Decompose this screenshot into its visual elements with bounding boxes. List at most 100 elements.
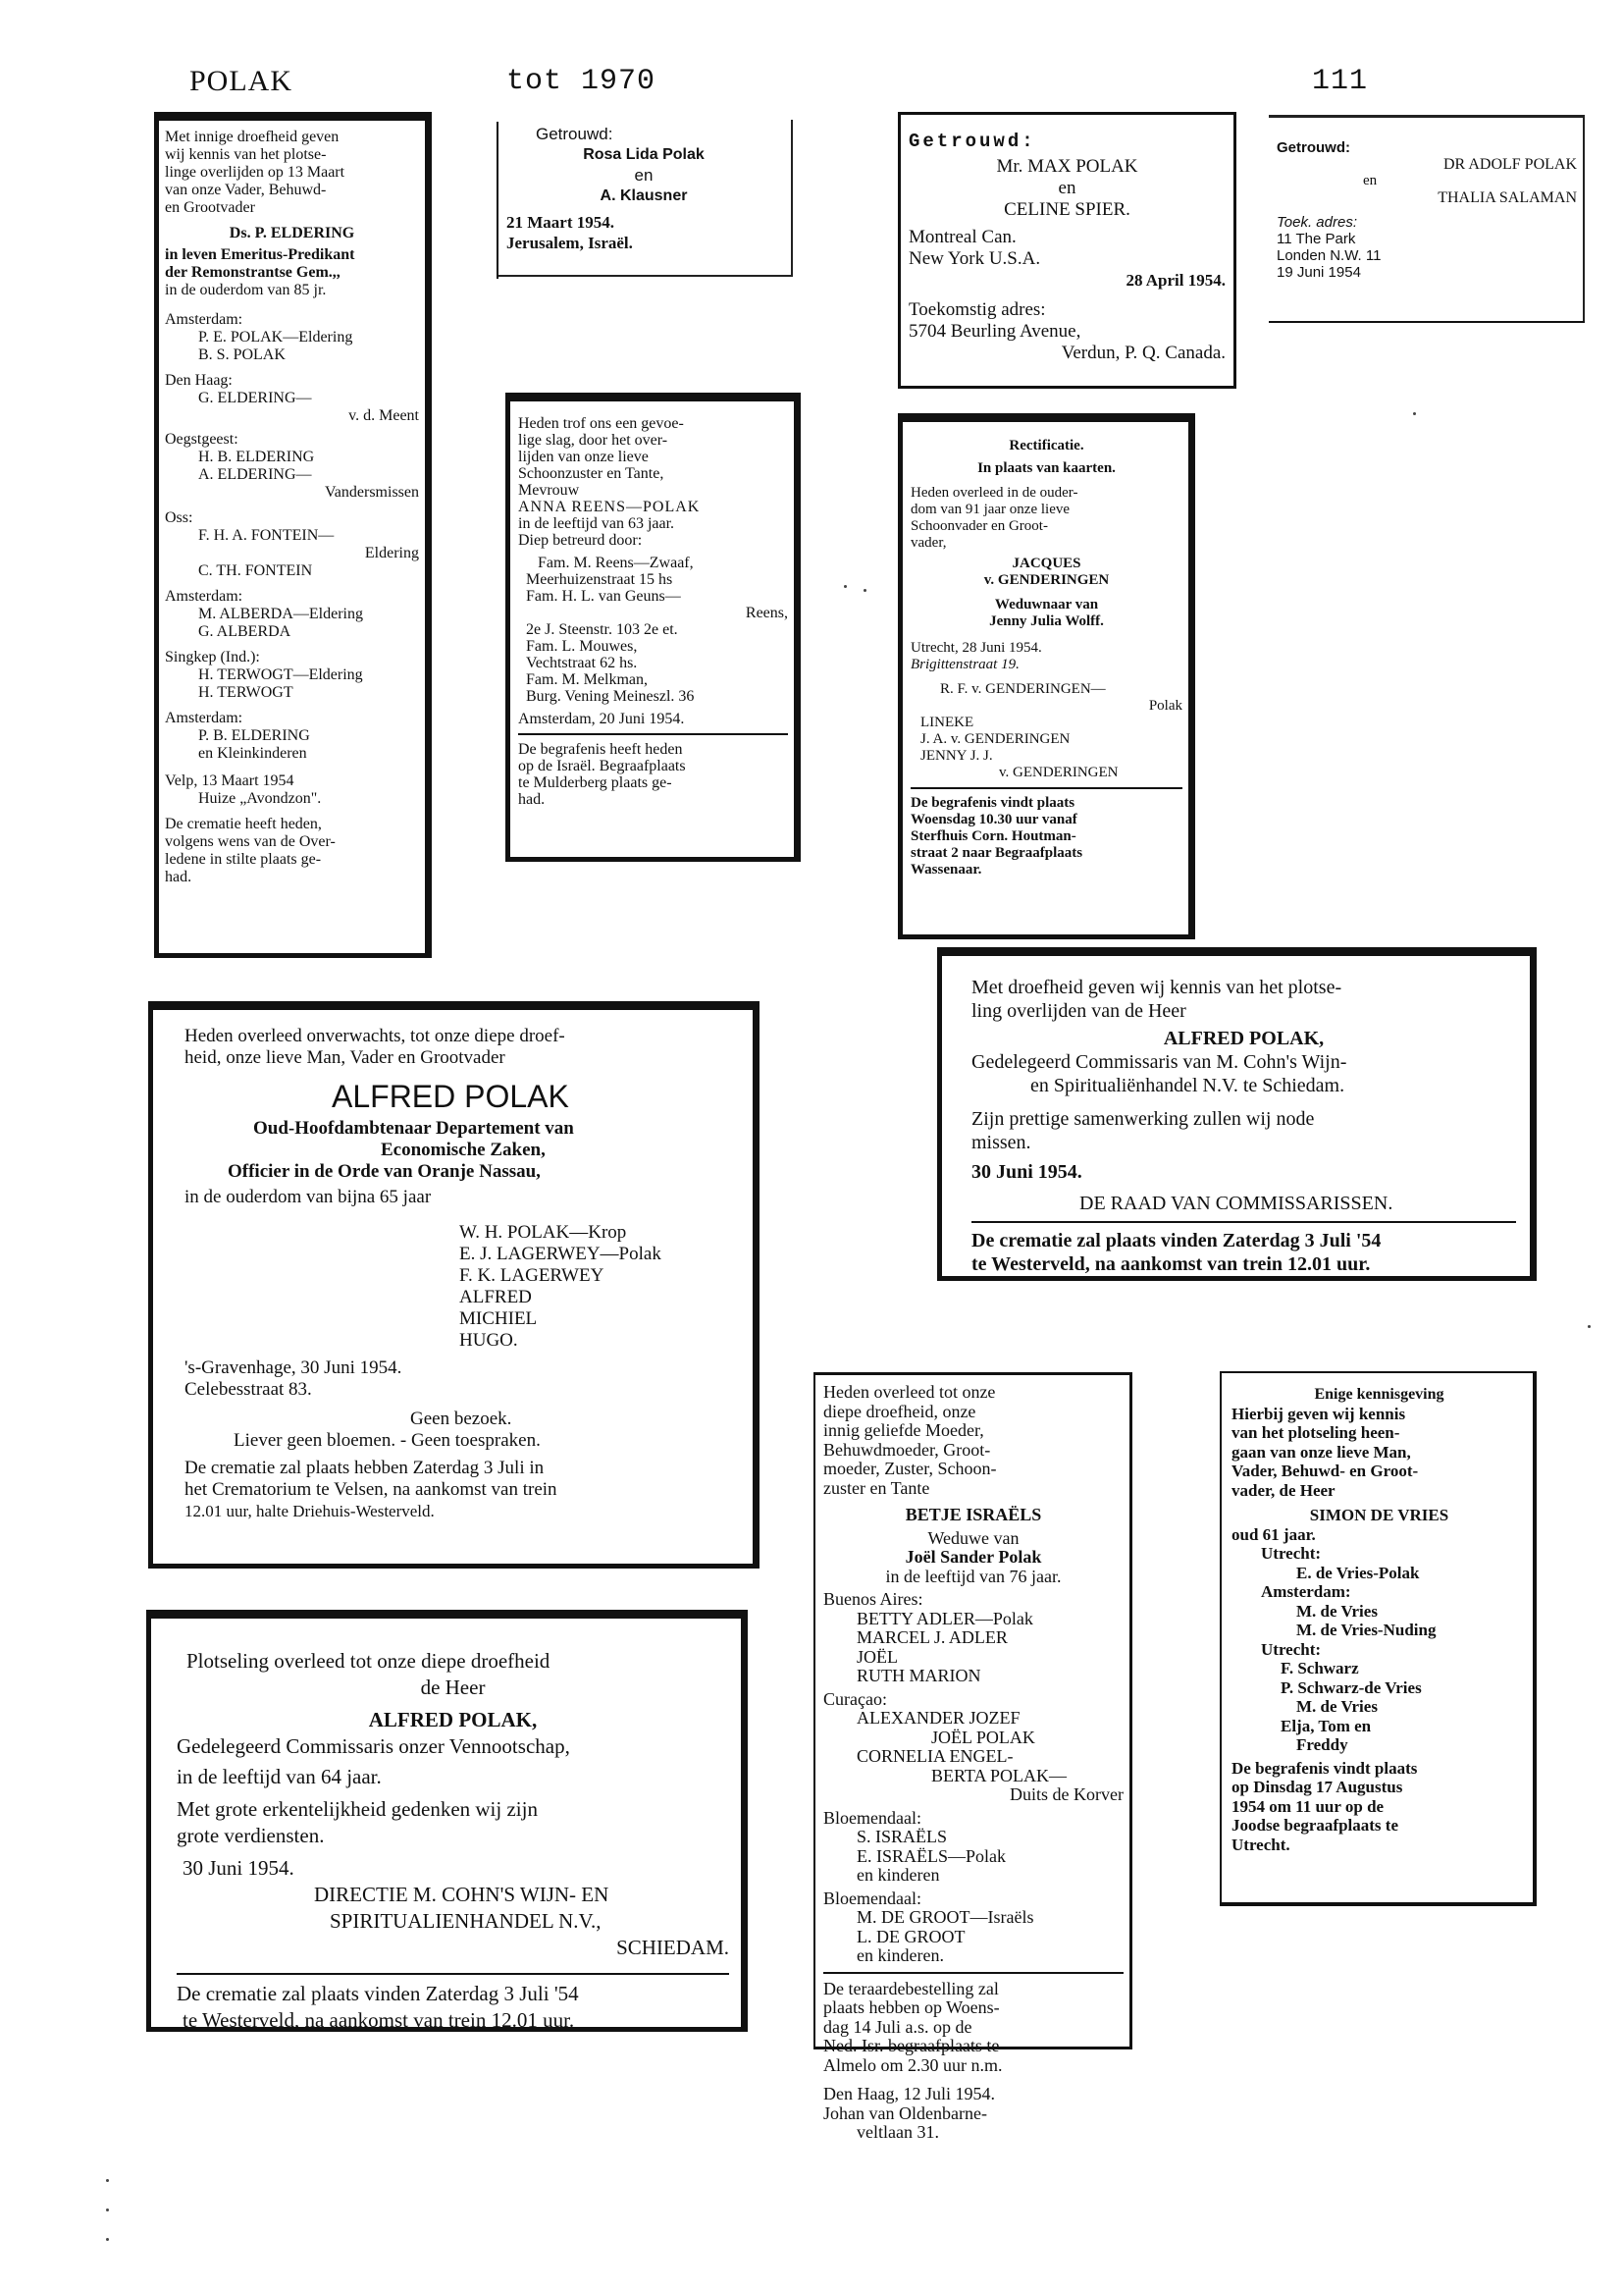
family-place: Amsterdam: <box>165 311 243 328</box>
family-name: A. ELDERING— <box>198 466 312 483</box>
thanks-text: Met grote erkentelijkheid gedenken wij z… <box>177 1797 538 1821</box>
deceased-age: in de ouderdom van bijna 65 jaar <box>184 1187 432 1207</box>
notice-subtitle: In plaats van kaarten. <box>977 460 1116 476</box>
family-address: Burg. Vening Meineszl. 36 <box>526 688 695 705</box>
spouse-name: CELINE SPIER. <box>1004 199 1130 220</box>
family-name: ALFRED <box>459 1287 532 1307</box>
family-place: Oegstgeest: <box>165 431 238 448</box>
notice-footer: Woensdag 10.30 uur vanaf <box>911 812 1077 827</box>
family-name: en kinderen. <box>857 1945 944 1965</box>
notice-text: wij kennis van het plotse- <box>165 146 327 163</box>
notice-text: heid, onze lieve Man, Vader en Grootvade… <box>184 1047 505 1068</box>
notice-footer: Joodse begraafplaats te <box>1231 1816 1398 1835</box>
scan-speck <box>844 585 847 588</box>
notice-footer: straat 2 naar Begraafplaats <box>911 845 1083 861</box>
family-place: Bloemendaal: <box>823 1807 921 1828</box>
deceased-age: oud 61 jaar. <box>1231 1524 1316 1544</box>
scan-speck <box>864 589 866 592</box>
scan-speck <box>106 2179 109 2182</box>
scan-speck <box>106 2238 109 2241</box>
deceased-age: in de leeftijd van 64 jaar. <box>177 1765 382 1788</box>
family-name: BERTA POLAK— <box>931 1765 1067 1785</box>
street: veltlaan 31. <box>857 2122 939 2142</box>
notice-footer: dag 14 Juli a.s. op de <box>823 2016 972 2037</box>
notice-text: van onze Vader, Behuwd- <box>165 182 327 198</box>
notice-footer: De crematie heeft heden, <box>165 816 322 832</box>
notice-text: vader, de Heer <box>1231 1480 1336 1500</box>
family-place: Den Haag: <box>165 372 233 389</box>
family-name: F. Schwarz <box>1281 1659 1359 1677</box>
separator-line <box>177 1973 729 1975</box>
notice-max-polak: Getrouwd: Mr. MAX POLAK en CELINE SPIER.… <box>898 112 1236 389</box>
deceased-title: Officier in de Orde van Oranje Nassau, <box>228 1161 541 1182</box>
notice-text: Schoonvader en Groot- <box>911 518 1048 534</box>
family-place: Amsterdam: <box>1261 1582 1351 1601</box>
address-label: Toek. adres: <box>1277 214 1357 231</box>
notice-footer: ledene in stilte plaats ge- <box>165 851 322 868</box>
notice-text: ling overlijden van de Heer <box>971 1000 1186 1022</box>
thanks-text: Zijn prettige samenwerking zullen wij no… <box>971 1108 1315 1130</box>
notice-alfred-polak-direction: Plotseling overleed tot onze diepe droef… <box>146 1610 748 2032</box>
notice-text: Met droefheid geven wij kennis van het p… <box>971 977 1342 998</box>
notice-israels: Heden overleed tot onze diepe droefheid,… <box>813 1372 1132 2142</box>
notice-text: Mevrouw <box>518 482 580 499</box>
notice-footer: Ned. Isr. begraafplaats te <box>823 2036 1000 2055</box>
family-name: Vandersmissen <box>325 484 419 501</box>
family-name: H. TERWOGT—Eldering <box>198 666 363 683</box>
notice-footer: De crematie zal plaats vinden Zaterdag 3… <box>177 1982 579 2005</box>
street: Brigittenstraat 19. <box>911 657 1020 672</box>
page-header-left: POLAK <box>189 65 293 97</box>
address-line: 11 The Park <box>1277 231 1356 247</box>
notice-footer: 1954 om 11 uur op de <box>1231 1796 1385 1816</box>
notice-text: Behuwdmoeder, Groot- <box>823 1439 991 1460</box>
conjunction: en <box>1058 178 1076 198</box>
family-name: RUTH MARION <box>857 1666 981 1685</box>
widower-text: Weduwnaar van <box>994 597 1099 612</box>
family-address: Meerhuizenstraat 15 hs <box>526 571 673 588</box>
page-header-center: tot 1970 <box>506 65 656 98</box>
no-visit-note: Geen bezoek. <box>410 1409 512 1429</box>
family-name: M. de Vries <box>1296 1697 1378 1716</box>
notice-genderingen: Rectificatie. In plaats van kaarten. Hed… <box>898 413 1195 939</box>
notice-text: van het plotseling heen- <box>1231 1423 1400 1442</box>
notice-date: 30 Juni 1954. <box>971 1161 1082 1183</box>
signature: DE RAAD VAN COMMISSARISSEN. <box>1079 1193 1393 1214</box>
family-name: MICHIEL <box>459 1308 538 1329</box>
family-name: Freddy <box>1296 1735 1348 1754</box>
spouse-name: A. Klausner <box>600 187 688 204</box>
family-name: JOËL <box>857 1646 898 1667</box>
family-name: H. TERWOGT <box>198 684 293 701</box>
family-name: P. B. ELDERING <box>198 727 310 744</box>
notice-text: Heden overleed onverwachts, tot onze die… <box>184 1026 565 1046</box>
family-name: en kinderen <box>857 1865 940 1885</box>
notice-text: lijden van onze lieve <box>518 449 649 465</box>
family-name: C. TH. FONTEIN <box>198 562 313 579</box>
family-name: v. d. Meent <box>348 407 419 424</box>
deceased-name: ANNA REENS—POLAK <box>518 499 701 515</box>
deceased-title: der Remonstrantse Gem.,, <box>165 264 341 281</box>
deceased-age: in de ouderdom van 85 jr. <box>165 282 327 298</box>
family-name: en Kleinkinderen <box>198 745 307 762</box>
address-line: Verdun, P. Q. Canada. <box>1061 343 1226 363</box>
family-name: Elja, Tom en <box>1281 1716 1372 1735</box>
notice-title: Rectificatie. <box>1009 438 1084 453</box>
notice-alfred-polak-family: Heden overleed onverwachts, tot onze die… <box>148 1001 760 1569</box>
family-name: Fam. M. Melkman, <box>526 671 648 688</box>
family-name: CORNELIA ENGEL- <box>857 1746 1014 1766</box>
street: Celebesstraat 83. <box>184 1379 312 1400</box>
family-name: M. de Vries <box>1296 1601 1378 1621</box>
notice-text: zuster en Tante <box>823 1477 930 1498</box>
street: Johan van Oldenbarne- <box>823 2102 987 2123</box>
notice-text: Schoonzuster en Tante, <box>518 465 664 482</box>
family-place: Amsterdam: <box>165 710 243 726</box>
notice-footer: had. <box>165 869 192 885</box>
scan-speck <box>106 2208 109 2211</box>
spouse-name: THALIA SALAMAN <box>1438 189 1577 206</box>
separator-line <box>518 733 788 735</box>
notice-footer: De begrafenis heeft heden <box>518 741 683 758</box>
family-name: F. K. LAGERWEY <box>459 1265 604 1286</box>
family-name: v. GENDERINGEN <box>999 765 1119 780</box>
place-date: 's-Gravenhage, 30 Juni 1954. <box>184 1357 402 1378</box>
notice-alfred-polak-board: Met droefheid geven wij kennis van het p… <box>937 947 1537 1281</box>
spouse-name: Rosa Lida Polak <box>583 146 705 163</box>
